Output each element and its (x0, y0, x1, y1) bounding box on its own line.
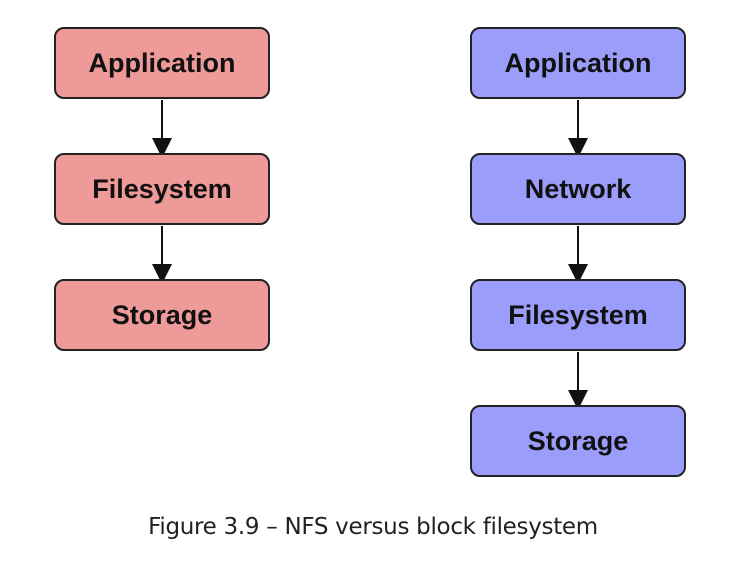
right-application-box: Application (470, 27, 686, 99)
right-storage-box: Storage (470, 405, 686, 477)
left-storage-box: Storage (54, 279, 270, 351)
right-application-label: Application (504, 47, 652, 78)
right-storage-label: Storage (527, 425, 629, 456)
right-filesystem-label: Filesystem (508, 299, 648, 330)
left-storage-label: Storage (111, 299, 213, 330)
right-network-label: Network (524, 173, 632, 204)
right-network-box: Network (470, 153, 686, 225)
left-filesystem-box: Filesystem (54, 153, 270, 225)
left-filesystem-label: Filesystem (92, 173, 232, 204)
left-application-box: Application (54, 27, 270, 99)
right-filesystem-box: Filesystem (470, 279, 686, 351)
left-application-label: Application (88, 47, 236, 78)
figure-caption: Figure 3.9 – NFS versus block filesystem (148, 514, 598, 540)
